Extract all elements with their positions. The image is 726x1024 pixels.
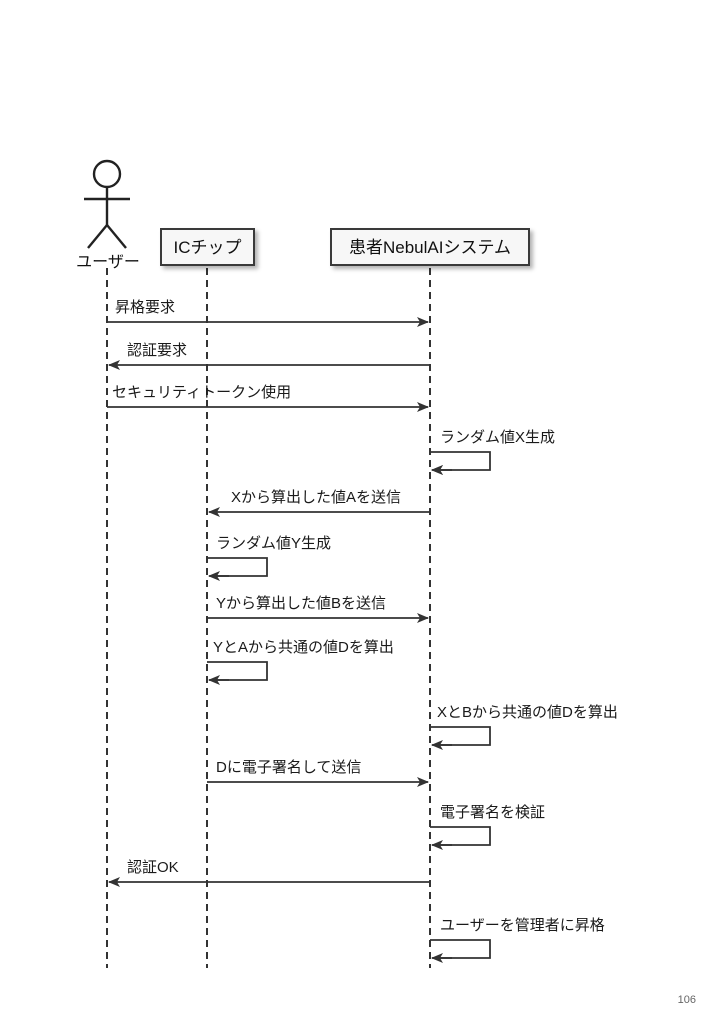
self-message-arrow-8 bbox=[207, 661, 268, 685]
self-message-arrow-11 bbox=[430, 826, 491, 850]
participant-label-user: ユーザー bbox=[76, 254, 140, 271]
self-message-arrow-13 bbox=[430, 939, 491, 963]
message-label-10: Dに電子署名して送信 bbox=[216, 759, 362, 776]
message-label-11: 電子署名を検証 bbox=[440, 804, 546, 821]
message-label-6: ランダム値Y生成 bbox=[216, 535, 332, 552]
message-label-3: セキュリティトークン使用 bbox=[112, 384, 292, 401]
self-message-arrow-9 bbox=[430, 726, 491, 750]
participant-box-icchip[interactable]: ICチップ bbox=[160, 228, 255, 266]
message-label-9: XとBから共通の値Dを算出 bbox=[437, 704, 618, 721]
message-label-2: 認証要求 bbox=[127, 342, 188, 359]
message-label-12: 認証OK bbox=[127, 859, 179, 876]
participant-label-icchip: ICチップ bbox=[173, 237, 242, 257]
page-number: 106 bbox=[677, 994, 696, 1006]
self-message-arrow-4 bbox=[430, 451, 491, 475]
message-label-4: ランダム値X生成 bbox=[440, 429, 556, 446]
actor-user-icon bbox=[84, 159, 130, 249]
message-label-1: 昇格要求 bbox=[115, 299, 176, 316]
participant-box-system[interactable]: 患者NebulAIシステム bbox=[330, 228, 530, 266]
self-message-arrow-6 bbox=[207, 557, 268, 581]
message-label-7: Yから算出した値Bを送信 bbox=[216, 595, 387, 612]
participant-label-system: 患者NebulAIシステム bbox=[349, 237, 511, 257]
message-label-13: ユーザーを管理者に昇格 bbox=[440, 917, 605, 934]
message-label-5: Xから算出した値Aを送信 bbox=[231, 489, 402, 506]
message-label-8: YとAから共通の値Dを算出 bbox=[213, 639, 394, 656]
